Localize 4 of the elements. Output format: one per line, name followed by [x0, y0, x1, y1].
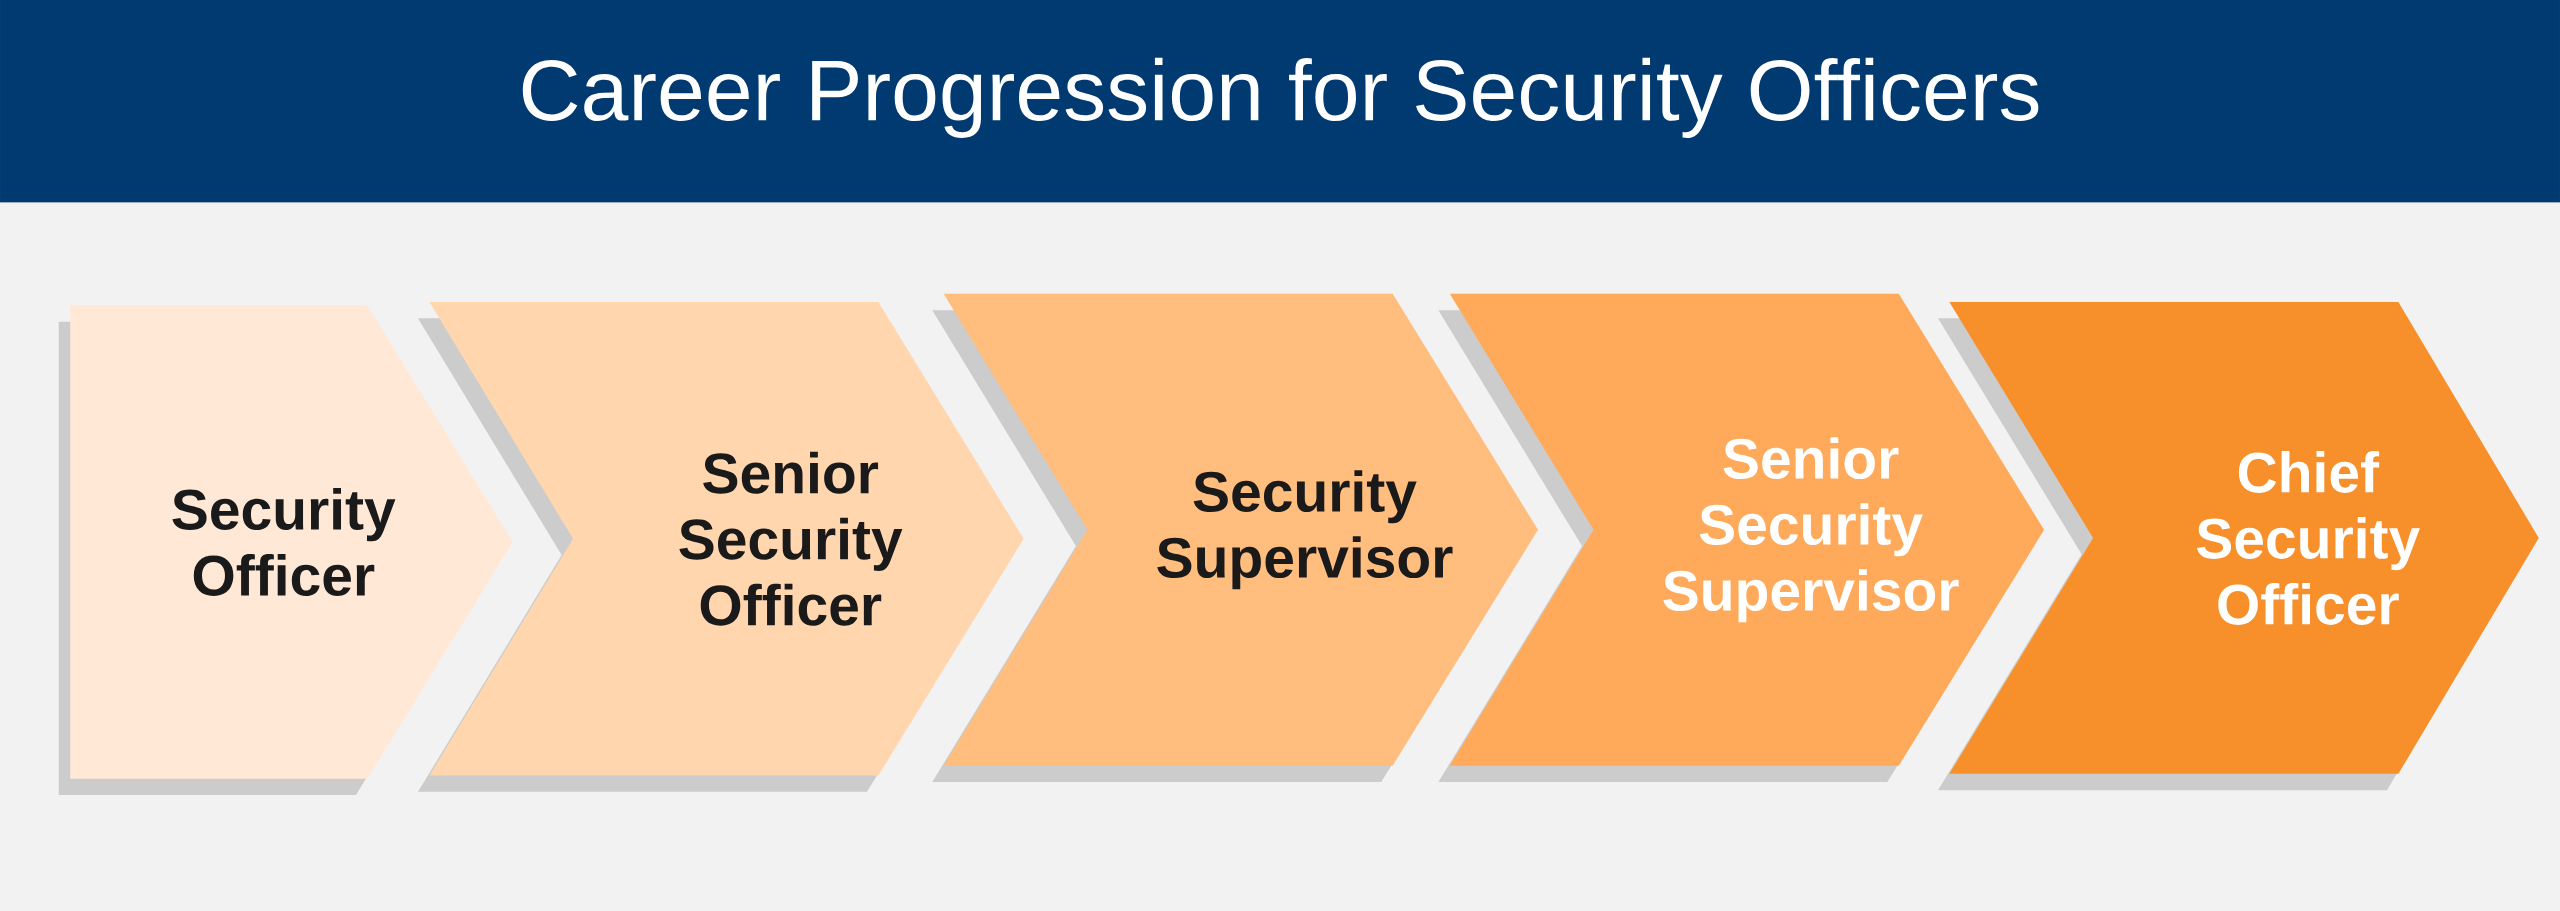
chevron-step: Security Officer — [58, 305, 513, 796]
chevron-step: Security Supervisor — [932, 293, 1538, 783]
title-banner: Career Progression for Security Officers — [0, 0, 2560, 203]
chevron-step: Senior Security Officer — [417, 302, 1024, 792]
